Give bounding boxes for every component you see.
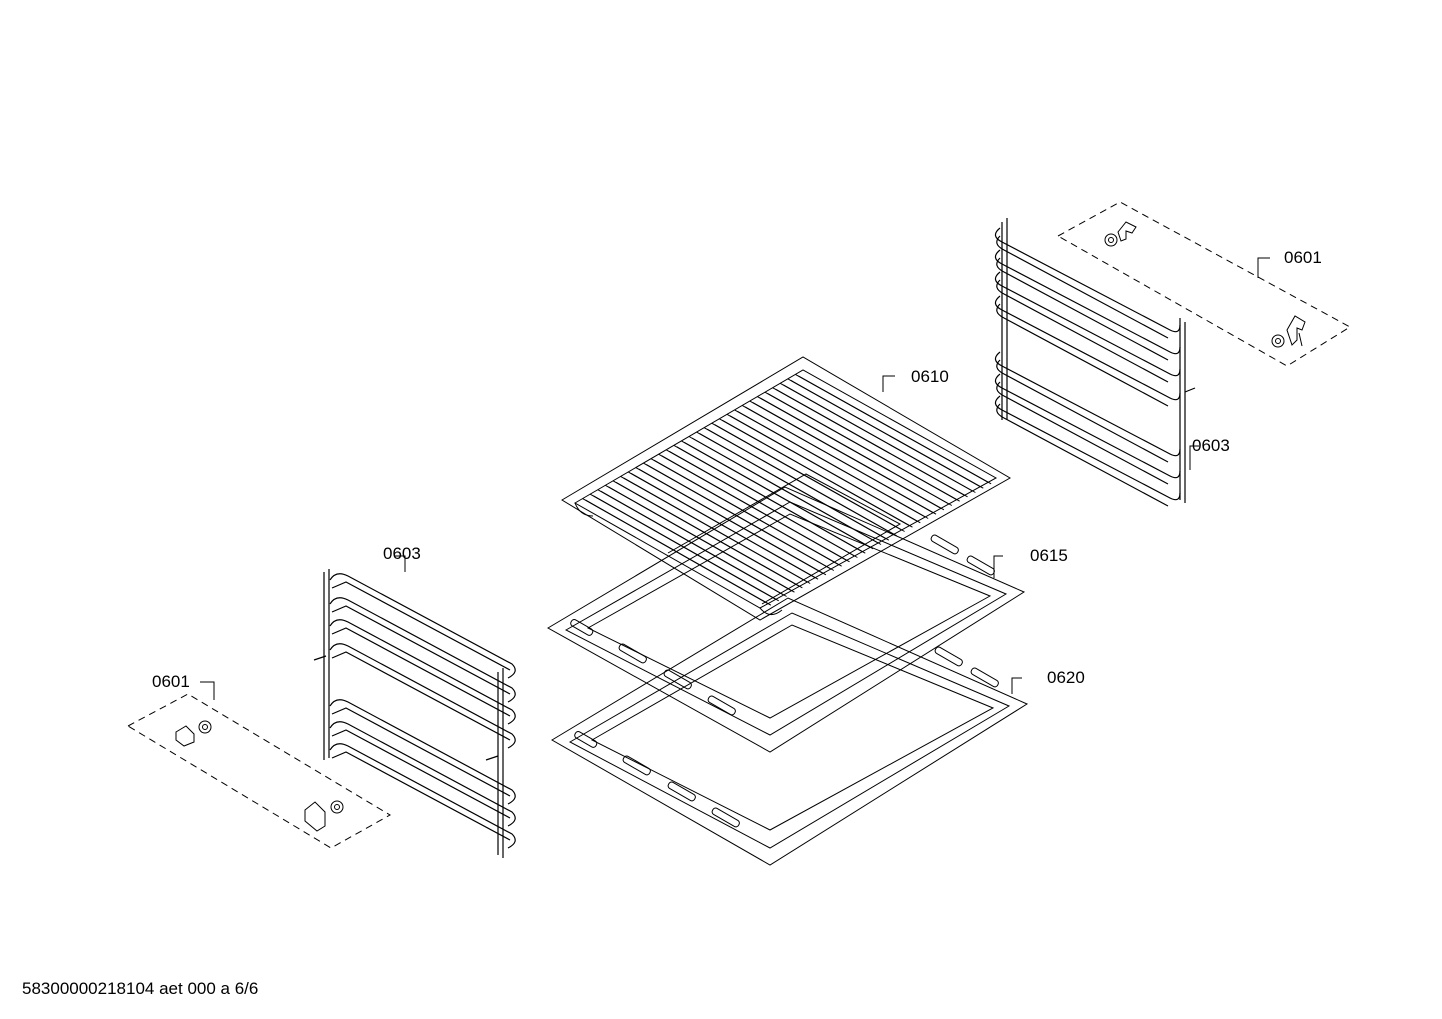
shelf-rail-right [994,218,1196,507]
fixing-kit-right [1056,201,1351,367]
callout-labels: 0601 0610 0603 0603 0615 0601 0620 [152,248,1322,691]
fixing-kit-right-outline [1056,201,1351,367]
shelf-rail-left [313,569,516,858]
callout-0620: 0620 [1047,668,1085,687]
callout-0603-left: 0603 [383,544,421,563]
universal-pan-slots [574,646,999,828]
callout-0601-right: 0601 [1284,248,1322,267]
callout-0601-left: 0601 [152,672,190,691]
callout-0610: 0610 [911,367,949,386]
wire-shelf [561,356,1012,621]
leader-lines [200,257,1270,700]
fixing-kit-left-outline [126,693,391,849]
clip-left-top [175,720,212,747]
universal-pan [551,597,1029,866]
clip-right-top [1104,221,1137,247]
document-code: 58300000218104 aet 000 a 6/6 [22,979,259,998]
callout-0603-right: 0603 [1192,436,1230,455]
baking-tray-slots [570,534,995,716]
callout-0615: 0615 [1030,546,1068,565]
clip-left-bottom [304,800,344,832]
baking-tray [546,486,1026,753]
clip-right-bottom [1271,315,1306,348]
fixing-kit-left [126,693,391,849]
